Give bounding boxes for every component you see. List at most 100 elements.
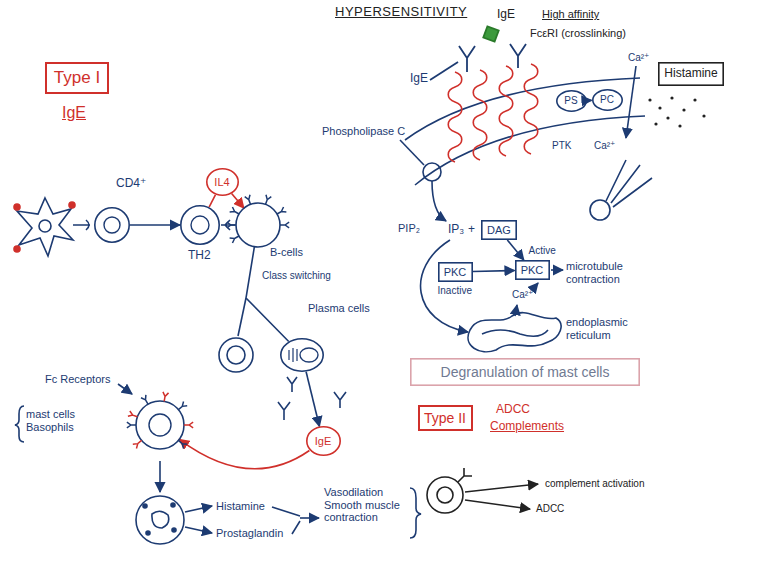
b-cell: B-cells xyxy=(236,203,280,247)
receptor-coil xyxy=(499,66,513,156)
cell-membrane xyxy=(405,78,640,140)
histamine-release xyxy=(682,108,685,111)
connector xyxy=(246,247,289,342)
ion-label: Ca²⁺ xyxy=(628,52,649,64)
type-two-cell xyxy=(427,477,463,513)
node-label: IL4 xyxy=(214,176,229,189)
lipid-circle: PC xyxy=(592,89,623,111)
operator-label: + xyxy=(468,223,475,237)
histamine-release xyxy=(666,116,669,119)
node-label: Type I xyxy=(54,68,100,88)
receptor-symbol xyxy=(184,422,193,428)
receptor-symbol xyxy=(128,411,138,417)
dendritic-cell xyxy=(14,246,20,252)
histamine-release xyxy=(678,124,681,127)
memory-cell xyxy=(219,338,253,372)
antibody-label: IgE xyxy=(497,8,515,22)
dendritic-cell xyxy=(39,220,51,232)
ige-circle: IgE xyxy=(306,426,341,456)
degranulated-cell xyxy=(136,461,421,544)
node-content xyxy=(125,390,195,460)
node-label: Histamine xyxy=(664,67,717,81)
ion-label: Ca²⁺ xyxy=(512,289,533,301)
receptor-symbol xyxy=(277,207,286,214)
nucleus xyxy=(300,348,318,362)
cell-contact xyxy=(221,220,235,230)
signalling-pathway xyxy=(532,283,538,290)
receptor-coil xyxy=(524,64,538,154)
box-outline xyxy=(659,63,723,85)
node-outline xyxy=(94,207,130,243)
node-content xyxy=(236,203,280,247)
lipid-circle: PS xyxy=(556,90,587,112)
receptor-symbol xyxy=(266,195,272,205)
node-label: Active xyxy=(529,245,556,257)
degranulated-cell xyxy=(172,528,176,532)
degranulated-cell xyxy=(410,488,421,538)
type-two-cell xyxy=(465,484,538,492)
antibody-label: IgE xyxy=(410,72,428,86)
receptor-symbol xyxy=(227,222,236,228)
signalling-pathway xyxy=(590,200,610,220)
pkc-box: PKCActive xyxy=(515,260,550,280)
dendritic-cell xyxy=(14,198,90,256)
connector xyxy=(473,271,515,272)
histamine-release xyxy=(654,122,657,125)
brace xyxy=(15,406,24,442)
antibody-symbol xyxy=(278,402,290,420)
histamine-box: Histamine xyxy=(658,62,724,86)
cell-outline xyxy=(95,208,129,242)
ige-antibody xyxy=(430,26,526,80)
node-label: Fc Receptors xyxy=(45,373,110,386)
box-outline xyxy=(419,406,472,430)
nucleus xyxy=(104,217,120,233)
receptor-symbol xyxy=(230,236,239,243)
receptor-coil xyxy=(473,70,487,160)
plasma-cell: Plasma cells xyxy=(280,338,324,372)
histamine-release xyxy=(648,98,651,101)
node-label: Inactive xyxy=(438,285,472,297)
signalling-pathway xyxy=(400,140,424,165)
signalling-pathway xyxy=(400,66,652,352)
mediator-label: Prostaglandin xyxy=(216,527,283,540)
node-label: CD4⁺ xyxy=(116,177,146,191)
signalling-pathway xyxy=(626,66,636,138)
connector xyxy=(232,193,244,208)
cell-outline xyxy=(181,206,219,244)
connector xyxy=(130,224,180,226)
node-content xyxy=(180,205,220,245)
node-label: IgE xyxy=(315,435,332,448)
degranulated-cell xyxy=(143,504,147,508)
degranulated-cell xyxy=(171,503,175,507)
organelle-label: endoplasmic reticulum xyxy=(566,316,640,341)
process-label: Class switching xyxy=(262,270,331,282)
class-label: IgE xyxy=(62,104,86,122)
node-label: Plasma cells xyxy=(308,302,370,315)
receptor-symbol xyxy=(163,392,169,401)
note-label: High affinity xyxy=(542,8,599,21)
cell-outline xyxy=(236,203,280,247)
mechanism-label: ADCC xyxy=(496,403,530,417)
histamine-release xyxy=(658,106,661,109)
receptor-coil xyxy=(448,64,538,162)
effect-label: microtubule contraction xyxy=(566,260,638,285)
box-outline xyxy=(411,359,639,385)
outcome-label: ADCC xyxy=(536,503,564,515)
node-label: Type II xyxy=(424,410,466,426)
t-cell: CD4⁺ xyxy=(94,207,130,243)
dendritic-cell xyxy=(69,202,75,208)
signalling-pathway xyxy=(432,181,446,221)
node-label: PC xyxy=(600,94,614,106)
ige-antibody xyxy=(510,44,526,68)
brace xyxy=(118,384,132,394)
molecule-label: PIP₂ xyxy=(398,222,420,235)
nucleus xyxy=(149,414,171,436)
box-outline xyxy=(46,63,108,93)
organelle xyxy=(289,348,297,362)
cell-contact xyxy=(221,220,235,230)
node-content: PS xyxy=(556,90,587,112)
node-content: Degranulation of mast cells xyxy=(410,358,640,386)
mast-cell: Fc Receptorsmast cells Basophils xyxy=(125,390,195,460)
signalling-pathway xyxy=(468,313,561,352)
degranulated-cell xyxy=(152,511,169,528)
